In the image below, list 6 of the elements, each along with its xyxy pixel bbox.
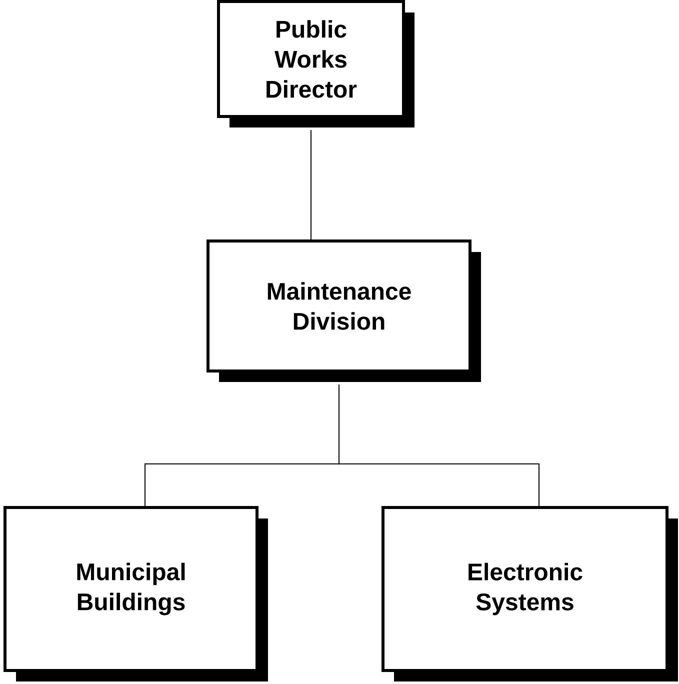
org-box: Municipal Buildings [4,506,268,682]
connector-line [338,384,540,506]
connector-line [310,130,312,240]
org-box: Public Works Director [217,0,414,128]
org-box: Electronic Systems [382,506,678,682]
org-box: Maintenance Division [206,240,481,382]
